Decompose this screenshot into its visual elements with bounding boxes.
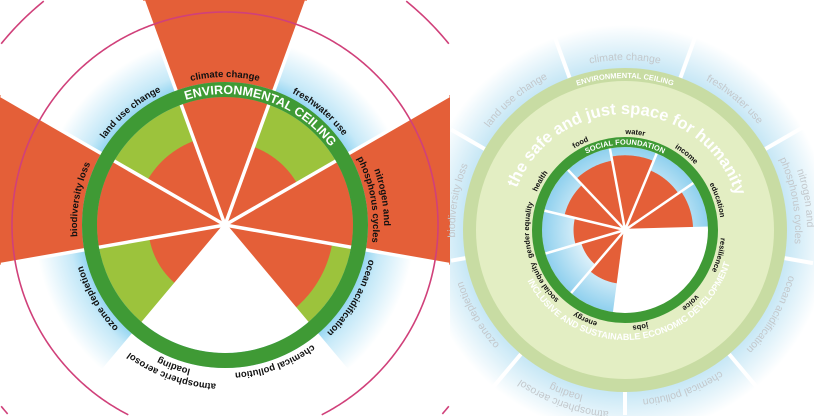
unknown-outer-4 (225, 334, 367, 416)
social-divider (624, 228, 698, 275)
sector-divider (549, 27, 572, 79)
overshoot-wedge (225, 225, 333, 309)
social-wedge (589, 230, 625, 284)
social-divider (569, 229, 626, 295)
social-wedge (625, 191, 694, 230)
sector-divider (223, 223, 386, 416)
sector-divider (727, 352, 765, 396)
overshoot-wedge (225, 146, 298, 225)
social-divider (544, 228, 626, 256)
sector-divider (485, 352, 523, 396)
social-divider (543, 209, 626, 232)
unknown-outer-5 (83, 334, 225, 416)
sector-divider (64, 223, 227, 416)
overshoot-wedge-outer (0, 95, 102, 265)
sector-divider (450, 256, 466, 263)
social-foundation-ring (532, 137, 718, 323)
unknown-social-sector (614, 230, 661, 313)
social-sector-label-text: water (624, 127, 646, 138)
sector-divider (784, 256, 814, 266)
unknown-social-sector (625, 230, 696, 305)
sector-divider (764, 120, 813, 151)
inner-pink-circle (11, 11, 439, 416)
unknown-sector-5 (142, 225, 225, 353)
outer-pink-circle (0, 0, 450, 415)
social-sector-label: jobs (632, 321, 650, 333)
social-wedge (576, 160, 625, 230)
social-wedge (573, 215, 625, 245)
sector-divider (223, 0, 309, 226)
overshoot-wedge (147, 140, 225, 225)
sector-divider (141, 0, 227, 226)
social-sector-label: gender equality (522, 200, 535, 259)
social-divider (623, 151, 659, 231)
overshoot-wedge (225, 161, 353, 248)
unknown-social-sector (625, 227, 708, 274)
social-divider (623, 229, 663, 307)
sector-divider (678, 27, 701, 79)
social-divider (608, 147, 627, 231)
social-divider (624, 181, 695, 232)
social-divider (612, 229, 627, 314)
overshoot-wedge-outer (348, 95, 450, 265)
overshoot-wedge (149, 225, 225, 284)
social-sector-label-text: gender equality (522, 200, 535, 259)
social-wedge (581, 230, 625, 265)
sector-divider (449, 127, 486, 151)
social-divider (624, 226, 710, 232)
social-sector-label: water (624, 127, 646, 138)
overshoot-wedge (181, 97, 269, 225)
overshoot-wedge (97, 161, 225, 248)
social-divider (566, 168, 626, 231)
overshoot-wedge-outer (143, 0, 307, 91)
social-wedge (625, 170, 679, 230)
sector-divider (0, 223, 226, 267)
sector-divider (224, 223, 450, 267)
unknown-sector-4 (225, 225, 308, 353)
sector-label-text: climate change (189, 69, 261, 84)
sector-label: climate change (189, 69, 261, 84)
environmental-ceiling-ring (82, 82, 368, 368)
social-sector-label-text: jobs (632, 321, 650, 333)
